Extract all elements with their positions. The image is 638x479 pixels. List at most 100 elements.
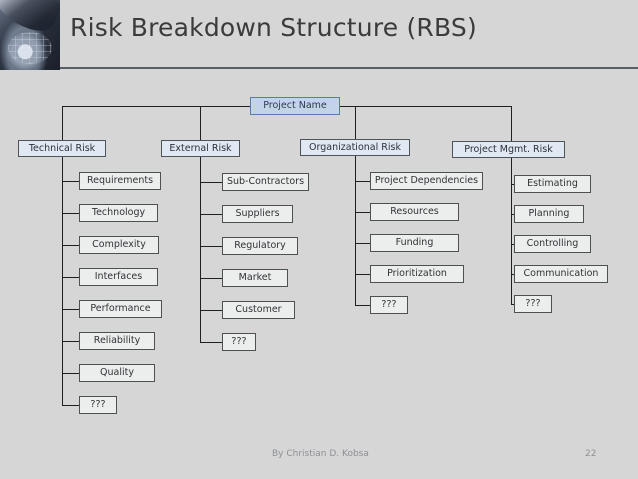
node-label: Controlling <box>526 238 579 250</box>
node-project-mgmt-risk-estimating: Estimating <box>514 175 591 193</box>
connector-root-bus-right <box>340 106 511 107</box>
connector-stub-external-risk-4 <box>200 310 222 311</box>
globe-icon <box>8 32 52 64</box>
node-label: Market <box>238 272 272 284</box>
connector-stub-external-risk-1 <box>200 214 222 215</box>
node-label: Sub-Contractors <box>226 176 305 188</box>
node-label: Funding <box>395 237 434 249</box>
connector-trunk-project-mgmt-risk <box>511 158 512 304</box>
node-external-risk-sub-contractors: Sub-Contractors <box>222 173 309 191</box>
node-label: Project Name <box>263 100 327 112</box>
node-label: Customer <box>235 304 282 316</box>
connector-stub-project-mgmt-risk-4 <box>511 304 514 305</box>
hand-and-globe-photo <box>0 0 60 70</box>
connector-stub-organizational-risk-2 <box>355 243 370 244</box>
node-technical-risk-complexity: Complexity <box>79 236 159 254</box>
connector-root-to-technical-risk <box>62 106 63 140</box>
node-label: Planning <box>528 208 570 220</box>
node-label: Quality <box>100 367 134 379</box>
connector-trunk-technical-risk <box>62 157 63 405</box>
footer-author: By Christian D. Kobsa <box>272 449 369 459</box>
node-label: Project Mgmt. Risk <box>464 143 553 155</box>
node-label: Reliability <box>93 335 141 347</box>
node-organizational-risk-unknownunknownunknown: ??? <box>370 296 408 314</box>
node-technical-risk-technology: Technology <box>79 204 158 222</box>
node-label: Estimating <box>527 178 578 190</box>
node-external-risk-regulatory: Regulatory <box>222 237 298 255</box>
connector-stub-external-risk-2 <box>200 246 222 247</box>
node-label: Organizational Risk <box>309 141 401 153</box>
connector-stub-organizational-risk-0 <box>355 181 370 182</box>
node-label: Technical Risk <box>28 142 96 154</box>
node-project-mgmt-risk-communication: Communication <box>514 265 608 283</box>
connector-trunk-organizational-risk <box>355 156 356 305</box>
connector-stub-project-mgmt-risk-0 <box>511 184 514 185</box>
connector-stub-organizational-risk-4 <box>355 305 370 306</box>
node-technical-risk-unknownunknownunknown: ??? <box>79 396 117 414</box>
connector-stub-organizational-risk-3 <box>355 274 370 275</box>
node-technical-risk-quality: Quality <box>79 364 155 382</box>
node-technical-risk-requirements: Requirements <box>79 172 161 190</box>
node-external-risk: External Risk <box>161 140 240 157</box>
connector-stub-project-mgmt-risk-2 <box>511 244 514 245</box>
node-label: Prioritization <box>387 268 447 280</box>
node-project-mgmt-risk-controlling: Controlling <box>514 235 591 253</box>
connector-stub-external-risk-5 <box>200 342 222 343</box>
node-technical-risk-reliability: Reliability <box>79 332 155 350</box>
node-organizational-risk-prioritization: Prioritization <box>370 265 464 283</box>
node-label: External Risk <box>169 142 232 154</box>
connector-root-to-external-risk <box>200 106 201 140</box>
node-label: Resources <box>390 206 439 218</box>
node-external-risk-market: Market <box>222 269 288 287</box>
connector-stub-technical-risk-1 <box>62 213 79 214</box>
connector-stub-project-mgmt-risk-1 <box>511 214 514 215</box>
node-technical-risk: Technical Risk <box>18 140 106 157</box>
node-project-mgmt-risk-planning: Planning <box>514 205 584 223</box>
connector-trunk-external-risk <box>200 157 201 342</box>
node-project-mgmt-risk-unknownunknownunknown: ??? <box>514 295 552 313</box>
connector-root-to-project-mgmt-risk <box>511 106 512 141</box>
node-label: Communication <box>523 268 599 280</box>
node-external-risk-suppliers: Suppliers <box>222 205 293 223</box>
connector-stub-technical-risk-2 <box>62 245 79 246</box>
node-technical-risk-performance: Performance <box>79 300 162 318</box>
title-divider <box>60 67 638 69</box>
node-label: Regulatory <box>234 240 286 252</box>
connector-stub-project-mgmt-risk-3 <box>511 274 514 275</box>
node-label: ??? <box>90 399 106 411</box>
node-label: Requirements <box>86 175 154 187</box>
node-organizational-risk: Organizational Risk <box>300 139 410 156</box>
connector-root-bus-left <box>62 106 250 107</box>
node-label: Interfaces <box>94 271 143 283</box>
connector-stub-external-risk-3 <box>200 278 222 279</box>
connector-root-to-organizational-risk <box>355 106 356 139</box>
node-technical-risk-interfaces: Interfaces <box>79 268 158 286</box>
node-label: Technology <box>91 207 146 219</box>
node-project-mgmt-risk: Project Mgmt. Risk <box>452 141 565 158</box>
node-external-risk-customer: Customer <box>222 301 295 319</box>
node-label: Project Dependencies <box>374 175 479 187</box>
connector-stub-organizational-risk-1 <box>355 212 370 213</box>
node-project-name: Project Name <box>250 97 340 115</box>
node-label: Suppliers <box>235 208 280 220</box>
node-label: Performance <box>90 303 151 315</box>
node-label: ??? <box>381 299 397 311</box>
node-external-risk-unknownunknownunknown: ??? <box>222 333 256 351</box>
connector-stub-technical-risk-7 <box>62 405 79 406</box>
node-label: ??? <box>525 298 541 310</box>
node-organizational-risk-resources: Resources <box>370 203 459 221</box>
footer-page-number: 22 <box>585 449 597 459</box>
connector-stub-technical-risk-3 <box>62 277 79 278</box>
image-sheen <box>0 0 60 70</box>
node-label: Complexity <box>92 239 146 251</box>
connector-stub-technical-risk-5 <box>62 341 79 342</box>
connector-stub-external-risk-0 <box>200 182 222 183</box>
node-organizational-risk-funding: Funding <box>370 234 459 252</box>
node-label: ??? <box>231 336 247 348</box>
connector-stub-technical-risk-0 <box>62 181 79 182</box>
connector-stub-technical-risk-4 <box>62 309 79 310</box>
page-title: Risk Breakdown Structure (RBS) <box>70 13 477 42</box>
connector-stub-technical-risk-6 <box>62 373 79 374</box>
